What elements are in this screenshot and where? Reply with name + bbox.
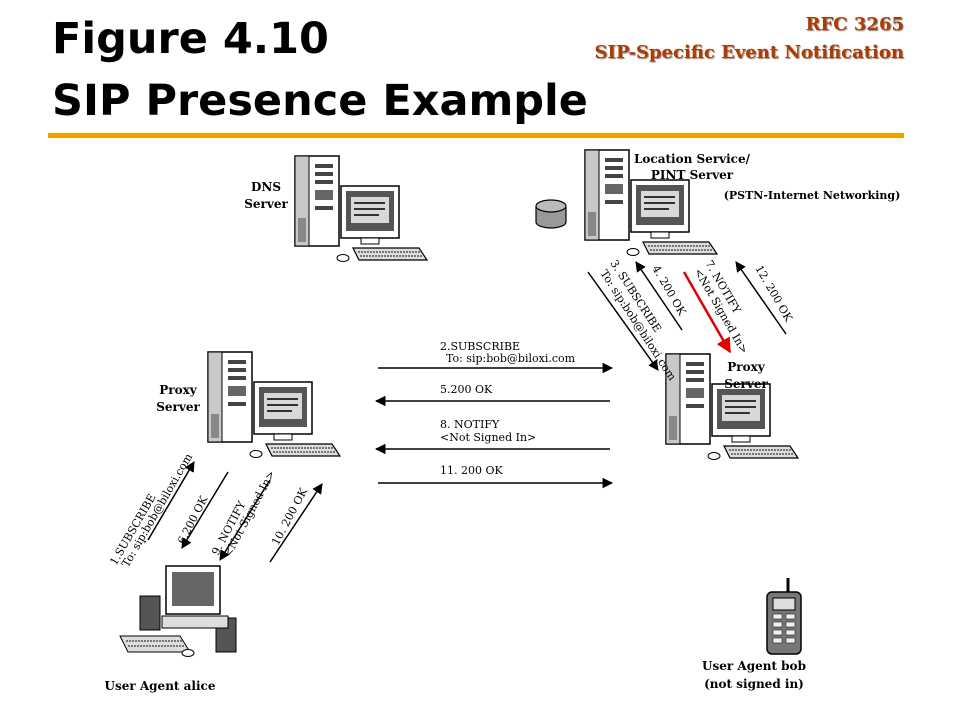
proxy-left-label-line2: Server: [156, 400, 200, 414]
proxy-right-label-line1: Proxy: [727, 360, 766, 374]
proxy-left-label-line1: Proxy: [159, 383, 198, 397]
rfc-number: RFC 3265: [805, 14, 904, 35]
proxy-server-left-computer-icon: [207, 351, 341, 459]
dns-server-label-line2: Server: [244, 197, 288, 211]
bob-label-line2: (not signed in): [704, 677, 804, 691]
message-1-uri: To: sip:bob@biloxi.com: [119, 451, 195, 570]
message-11-200-ok: 11. 200 OK: [378, 464, 614, 489]
location-server-label-line1: Location Service/: [634, 152, 751, 166]
dns-server-label-line1: DNS: [251, 180, 281, 194]
message-11-label: 11. 200 OK: [440, 464, 504, 477]
proxy-right-label-line2: Server: [724, 377, 768, 391]
page-title: SIP Presence Example: [52, 76, 588, 126]
bob-label-line1: User Agent bob: [702, 659, 806, 673]
message-9-notify: 9. NOTIFY <Not Signed In>: [209, 468, 278, 561]
message-10-200-ok: 10. 200 OK: [269, 483, 323, 563]
figure-number: Figure 4.10: [52, 14, 329, 64]
message-8-state: <Not Signed In>: [440, 431, 536, 444]
message-1-subscribe: 1.SUBSCRIBE To: sip:bob@biloxi.com: [107, 451, 195, 570]
message-8-notify: 8. NOTIFY <Not Signed In>: [374, 418, 610, 455]
rfc-name: SIP-Specific Event Notification: [594, 42, 904, 63]
message-7-notify: 7. NOTIFY <Not Signed In>: [682, 258, 751, 356]
database-icon: [535, 199, 567, 229]
title-rule: [48, 133, 904, 138]
message-12-200-ok: 12. 200 OK: [735, 261, 795, 335]
pint-note: (PSTN-Internet Networking): [724, 189, 901, 202]
message-2-subscribe: 2.SUBSCRIBE To: sip:bob@biloxi.com: [378, 340, 614, 374]
message-2-uri: To: sip:bob@biloxi.com: [446, 352, 576, 365]
user-agent-alice-computer-icon: [119, 565, 237, 657]
dns-server-computer-icon: [294, 155, 428, 263]
location-server-label-line2: PINT Server: [651, 168, 734, 182]
message-5-200-ok: 5.200 OK: [374, 383, 610, 407]
message-8-label: 8. NOTIFY: [440, 418, 500, 431]
message-10-label: 10. 200 OK: [269, 485, 310, 547]
message-2-label: 2.SUBSCRIBE: [440, 340, 520, 353]
alice-label: User Agent alice: [105, 679, 216, 693]
mobile-phone-icon: [766, 578, 802, 655]
message-6-label: 6.200 OK: [175, 493, 211, 546]
message-5-label: 5.200 OK: [440, 383, 493, 396]
